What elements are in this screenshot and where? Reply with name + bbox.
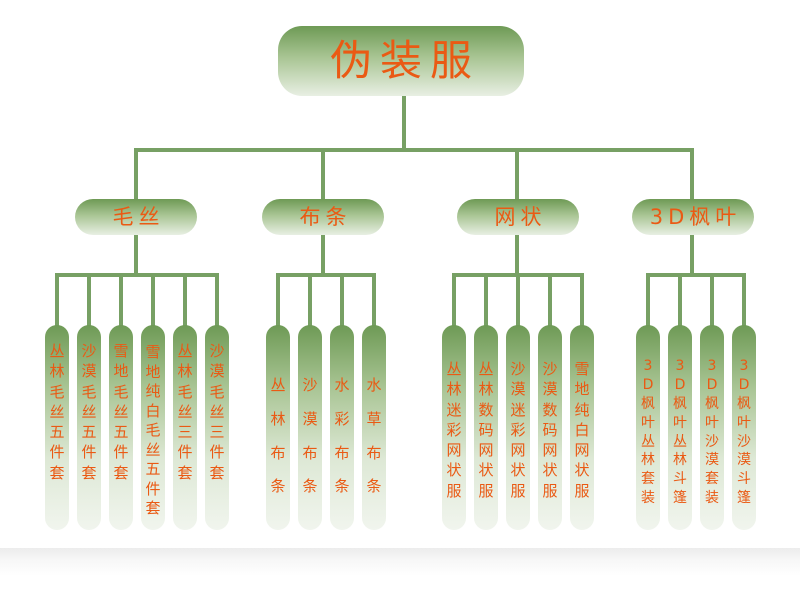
leaf-node: 水彩布条: [330, 325, 354, 530]
leaf-label: 雪地纯白毛丝五件套: [145, 343, 161, 517]
floor-shadow: [0, 548, 800, 595]
category-node-3d-fengye: 3D枫叶: [632, 199, 754, 235]
leaf-label: 3D枫叶沙漠斗篷: [737, 358, 751, 507]
leaf-label: 雪地纯白网状服: [574, 360, 590, 500]
leaf-node: 丛林数码网状服: [474, 325, 498, 530]
category-node-wangzhuang: 网状: [457, 199, 579, 235]
leaf-node: 丛林布条: [266, 325, 290, 530]
leaf-label: 沙漠毛丝三件套: [209, 342, 225, 482]
leaf-node: 沙漠布条: [298, 325, 322, 530]
leaf-node: 丛林毛丝三件套: [173, 325, 197, 530]
leaf-node: 沙漠毛丝三件套: [205, 325, 229, 530]
leaf-node: 3D枫叶沙漠套装: [700, 325, 724, 530]
leaf-label: 沙漠迷彩网状服: [510, 360, 526, 500]
leaf-label: 水彩布条: [334, 376, 350, 496]
leaf-label: 丛林迷彩网状服: [446, 360, 462, 500]
leaf-node: 雪地纯白毛丝五件套: [141, 325, 165, 530]
leaf-label: 丛林毛丝五件套: [49, 342, 65, 482]
leaf-label: 水草布条: [366, 376, 382, 496]
leaf-label: 雪地毛丝五件套: [113, 342, 129, 482]
leaf-label: 3D枫叶丛林套装: [641, 358, 655, 507]
category-node-butiao: 布条: [262, 199, 384, 235]
root-node: 伪装服: [278, 26, 524, 96]
leaf-node: 丛林毛丝五件套: [45, 325, 69, 530]
leaf-label: 丛林数码网状服: [478, 360, 494, 500]
leaf-label: 沙漠数码网状服: [542, 360, 558, 500]
leaf-node: 水草布条: [362, 325, 386, 530]
leaf-label: 沙漠布条: [302, 376, 318, 496]
leaf-label: 沙漠毛丝五件套: [81, 342, 97, 482]
leaf-node: 丛林迷彩网状服: [442, 325, 466, 530]
leaf-label: 丛林布条: [270, 376, 286, 496]
leaf-node: 3D枫叶丛林斗篷: [668, 325, 692, 530]
leaf-label: 丛林毛丝三件套: [177, 342, 193, 482]
leaf-node: 雪地毛丝五件套: [109, 325, 133, 530]
leaf-node: 沙漠迷彩网状服: [506, 325, 530, 530]
leaf-node: 雪地纯白网状服: [570, 325, 594, 530]
leaf-label: 3D枫叶丛林斗篷: [673, 358, 687, 507]
leaf-label: 3D枫叶沙漠套装: [705, 358, 719, 507]
category-node-maosi: 毛丝: [75, 199, 197, 235]
leaf-node: 3D枫叶沙漠斗篷: [732, 325, 756, 530]
leaf-node: 沙漠毛丝五件套: [77, 325, 101, 530]
leaf-node: 沙漠数码网状服: [538, 325, 562, 530]
leaf-node: 3D枫叶丛林套装: [636, 325, 660, 530]
